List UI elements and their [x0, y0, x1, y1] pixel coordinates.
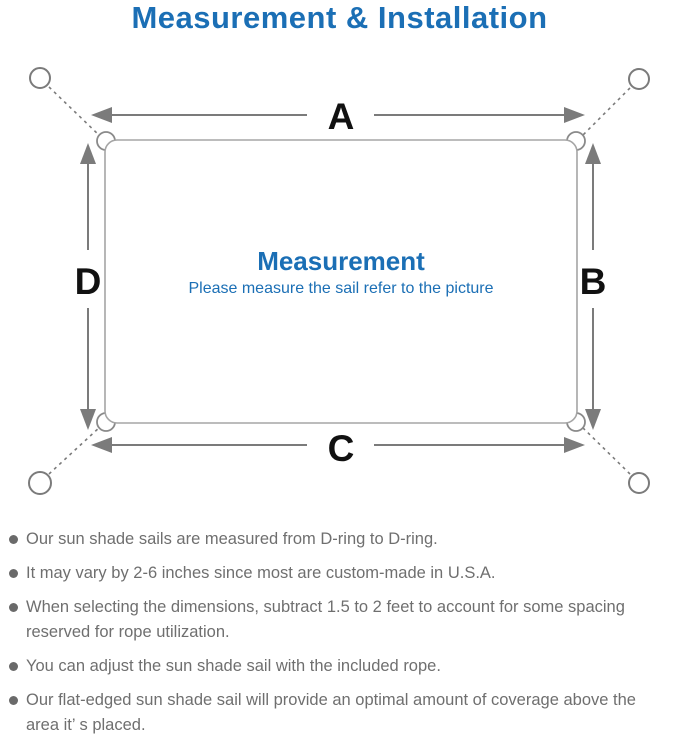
- tether-line-bottom-right: [580, 425, 631, 475]
- dimension-d: D: [75, 143, 102, 430]
- notes-list: Our sun shade sails are measured from D-…: [0, 527, 679, 739]
- list-item: Our sun shade sails are measured from D-…: [8, 527, 673, 552]
- measurement-diagram: A C D B Measurement Please meas: [28, 67, 650, 495]
- arrowhead-right-icon: [564, 437, 585, 453]
- dimension-label-d: D: [75, 261, 102, 302]
- list-item: It may vary by 2-6 inches since most are…: [8, 561, 673, 586]
- list-item: When selecting the dimensions, subtract …: [8, 595, 673, 645]
- bullet-icon: [9, 535, 18, 544]
- note-text: You can adjust the sun shade sail with t…: [26, 657, 441, 675]
- note-text: Our flat-edged sun shade sail will provi…: [26, 691, 636, 734]
- arrowhead-left-icon: [91, 437, 112, 453]
- dimension-label-c: C: [328, 428, 355, 469]
- bullet-icon: [9, 696, 18, 705]
- dimension-b: B: [580, 143, 607, 430]
- tether-line-bottom-left: [48, 425, 102, 475]
- arrowhead-left-icon: [91, 107, 112, 123]
- sail-rectangle: [104, 139, 578, 424]
- arrowhead-down-icon: [585, 409, 601, 430]
- arrowhead-up-icon: [585, 143, 601, 164]
- note-text: Our sun shade sails are measured from D-…: [26, 530, 438, 548]
- bullet-icon: [9, 569, 18, 578]
- tether-line-top-left: [48, 86, 102, 138]
- page-title: Measurement & Installation: [131, 0, 548, 35]
- anchor-ring-top-left: [29, 67, 51, 89]
- bullet-icon: [9, 662, 18, 671]
- dimension-label-b: B: [580, 261, 607, 302]
- dimension-c: C: [91, 428, 585, 469]
- bullet-icon: [9, 603, 18, 612]
- arrowhead-up-icon: [80, 143, 96, 164]
- dimension-a: A: [91, 96, 585, 137]
- diagram-heading: Measurement: [257, 246, 425, 276]
- dimension-label-a: A: [328, 96, 355, 137]
- tether-line-top-right: [580, 87, 631, 138]
- note-text: It may vary by 2-6 inches since most are…: [26, 564, 496, 582]
- anchor-ring-bottom-right: [628, 472, 650, 494]
- anchor-ring-bottom-left: [28, 471, 52, 495]
- list-item: You can adjust the sun shade sail with t…: [8, 654, 673, 679]
- note-text: When selecting the dimensions, subtract …: [26, 598, 625, 641]
- anchor-ring-top-right: [628, 68, 650, 90]
- arrowhead-down-icon: [80, 409, 96, 430]
- arrowhead-right-icon: [564, 107, 585, 123]
- diagram-subheading: Please measure the sail refer to the pic…: [188, 280, 493, 297]
- list-item: Our flat-edged sun shade sail will provi…: [8, 688, 673, 738]
